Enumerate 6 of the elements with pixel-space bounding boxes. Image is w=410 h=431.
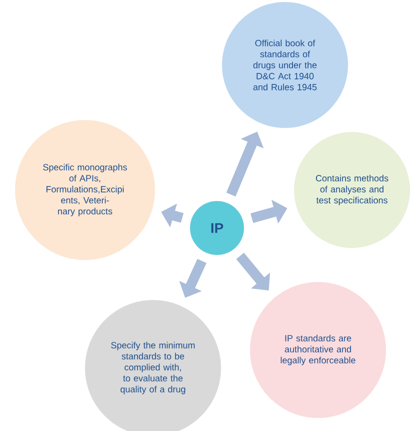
circle-node: IP standards are authoritative and legally enforceable (250, 282, 386, 418)
circle-node: Official book of standards of drugs under the D&C Act 1940 and Rules 1945 (222, 2, 348, 128)
block-arrow (236, 252, 270, 290)
circle-node: Contains methods of analyses and test specifications (294, 132, 410, 248)
circle-node: Specific monographs of APIs, Formulations,Excipi ents, Veteri-nary products (15, 120, 155, 260)
circle-node: IP (190, 201, 244, 255)
